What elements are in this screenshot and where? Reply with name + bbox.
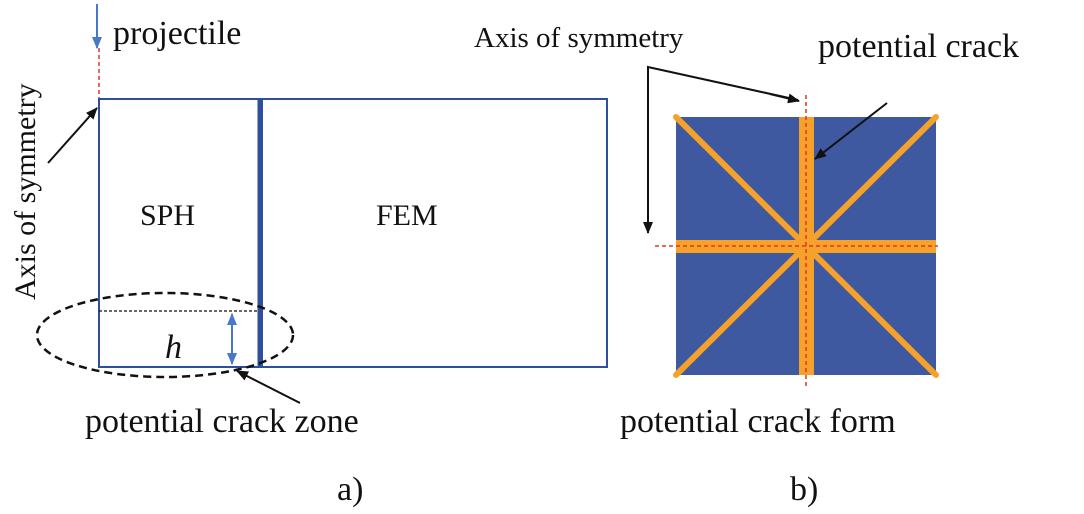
- caption-b: b): [790, 471, 818, 508]
- potential-crack-label: potential crack: [818, 28, 1019, 65]
- axis-bracket-line: [647, 65, 799, 230]
- panel-a: projectile Axis of symmetry SPH FEM h po…: [9, 4, 608, 508]
- h-label: h: [165, 329, 182, 366]
- crack-form-label: potential crack form: [620, 403, 896, 440]
- sph-label: SPH: [140, 199, 195, 232]
- axis-of-symmetry-label-a: Axis of symmetry: [9, 83, 42, 300]
- axis-bracket-arrow-right: [769, 93, 800, 104]
- crack-zone-pointer-arrow: [236, 370, 301, 404]
- caption-a: a): [337, 471, 363, 508]
- fem-label: FEM: [376, 199, 438, 232]
- projectile-label: projectile: [113, 15, 241, 52]
- fem-region: [261, 98, 608, 368]
- crack-zone-ellipse: [35, 291, 295, 379]
- crack-pointer-arrow: [814, 102, 888, 160]
- axis-pointer-arrow-a: [47, 107, 98, 164]
- axis-of-symmetry-label-b: Axis of symmetry: [474, 22, 684, 54]
- sph-region: [98, 98, 261, 368]
- crack-zone-label: potential crack zone: [85, 403, 359, 440]
- panel-b: Axis of symmetry potential crack potenti…: [474, 22, 1019, 508]
